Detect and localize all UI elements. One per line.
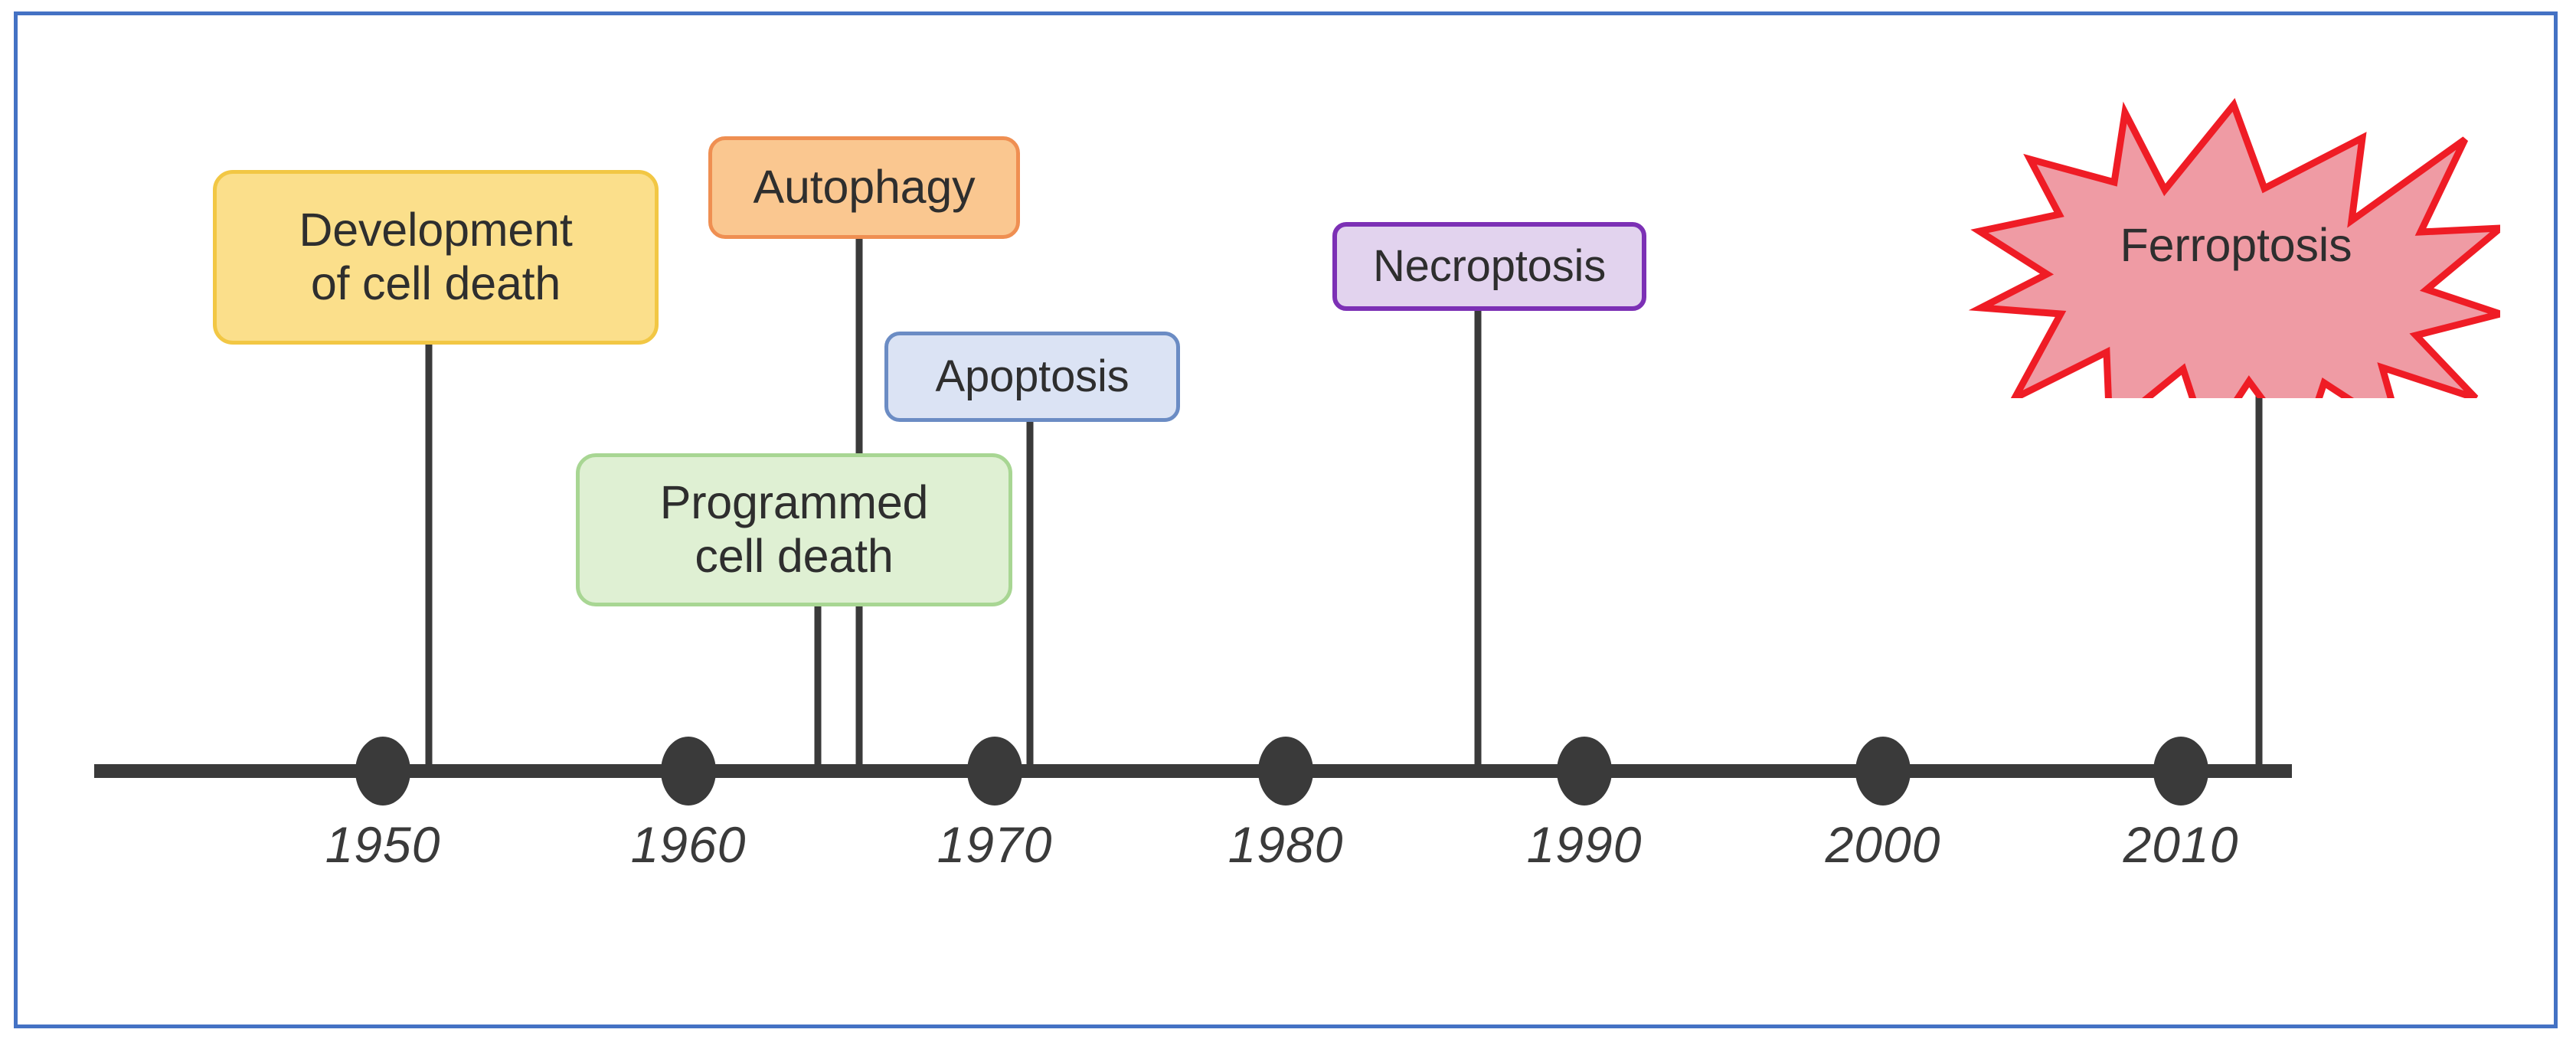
event-label-text: Necroptosis <box>1372 240 1607 291</box>
tick-label-2010: 2010 <box>2123 816 2239 873</box>
event-label-text: Programmed cell death <box>659 476 929 582</box>
event-label-text: Autophagy <box>753 161 976 214</box>
event-label-ferroptosis[interactable]: Ferroptosis <box>1964 92 2512 459</box>
tick-label-1950: 1950 <box>325 816 441 873</box>
marker-dot-1990 <box>1557 737 1612 806</box>
tick-label-1960: 1960 <box>630 816 747 873</box>
tick-label-1980: 1980 <box>1228 816 1344 873</box>
event-label-text: Apoptosis <box>935 351 1129 401</box>
marker-dot-1960 <box>661 737 716 806</box>
event-label-autophagy[interactable]: Autophagy <box>708 136 1020 239</box>
tick-label-1990: 1990 <box>1526 816 1643 873</box>
ferroptosis-text: Ferroptosis <box>2120 219 2352 271</box>
event-label-apoptosis[interactable]: Apoptosis <box>884 332 1180 422</box>
event-label-development-of-cell-death[interactable]: Development of cell death <box>213 170 659 345</box>
marker-dot-1950 <box>355 737 410 806</box>
event-label-programmed-cell-death[interactable]: Programmed cell death <box>576 453 1012 606</box>
decade-markers <box>355 737 2208 806</box>
marker-dot-2010 <box>2153 737 2208 806</box>
event-label-text: Development of cell death <box>299 204 573 309</box>
marker-dot-1980 <box>1258 737 1313 806</box>
event-label-necroptosis[interactable]: Necroptosis <box>1332 222 1646 311</box>
marker-dot-1970 <box>967 737 1022 806</box>
starburst-icon <box>1968 98 2512 459</box>
event-label-text-ferroptosis: Ferroptosis <box>1964 92 2500 398</box>
tick-label-1970: 1970 <box>937 816 1053 873</box>
marker-dot-2000 <box>1855 737 1911 806</box>
tick-label-2000: 2000 <box>1825 816 1941 873</box>
